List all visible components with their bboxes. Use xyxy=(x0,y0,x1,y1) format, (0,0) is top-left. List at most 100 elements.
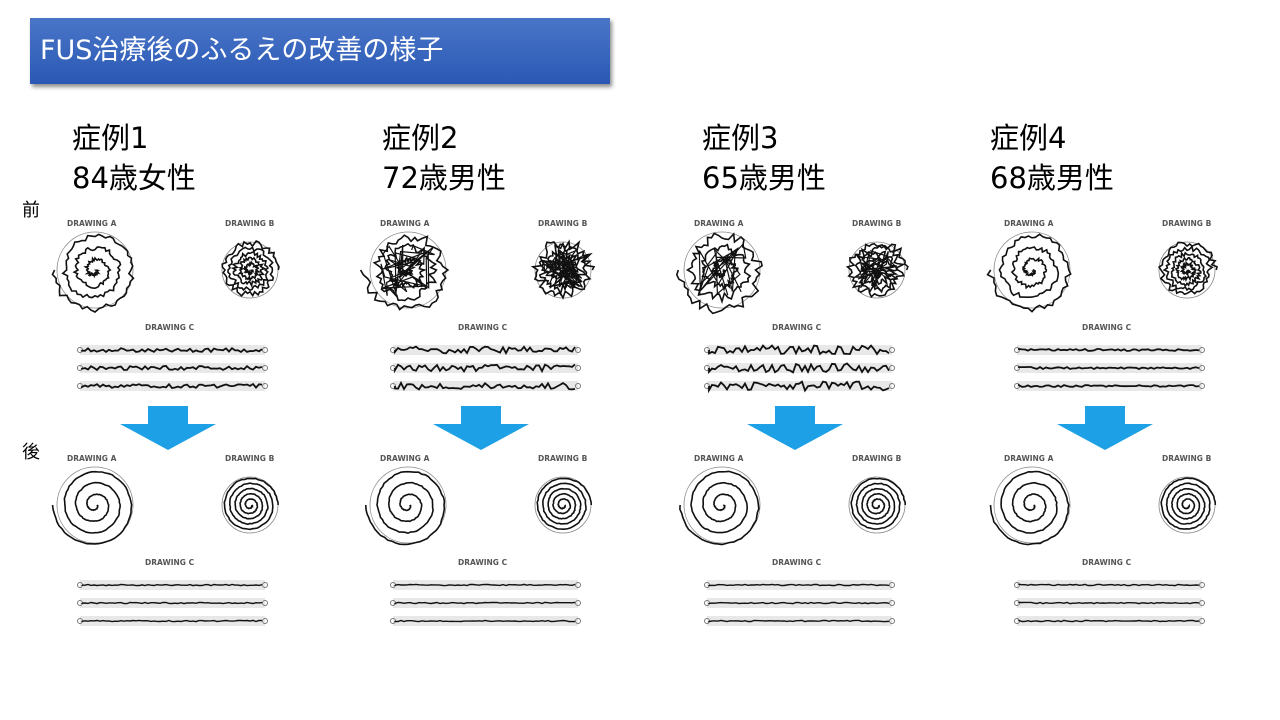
drawing-c-end-dot xyxy=(262,582,268,588)
drawing-c-guide xyxy=(80,363,265,373)
drawing-c-line xyxy=(394,380,576,391)
drawing-c-end-dot xyxy=(262,600,268,606)
drawing-a-label: DRAWING A xyxy=(694,219,744,228)
drawing-a-template xyxy=(369,466,447,544)
drawing-b-label: DRAWING B xyxy=(1162,454,1212,463)
drawing-c-line xyxy=(81,365,263,372)
drawing-c-end-dot xyxy=(1199,347,1205,353)
tremor-scribble-b xyxy=(857,250,897,291)
drawing-c-end-dot xyxy=(262,618,268,624)
drawing-c-end-dot xyxy=(889,600,895,606)
drawing-a-template xyxy=(56,231,134,309)
drawing-b-spiral xyxy=(221,239,280,298)
after-label: 後 xyxy=(22,442,40,463)
drawing-b-spiral xyxy=(530,239,596,300)
drawing-b-label: DRAWING B xyxy=(225,454,275,463)
drawing-c-line xyxy=(394,601,576,605)
drawing-c-guide xyxy=(80,345,265,355)
case-2-header: 症例2 72歳男性 xyxy=(382,118,506,198)
drawing-a-spiral xyxy=(989,470,1070,546)
drawing-a-template xyxy=(369,231,447,309)
drawing-c-guide xyxy=(393,381,578,391)
drawing-b-label: DRAWING B xyxy=(852,454,902,463)
tremor-scribble-a xyxy=(697,242,747,297)
after-tests: DRAWING A DRAWING B DRAWING C xyxy=(51,454,279,626)
drawing-a-label: DRAWING A xyxy=(67,454,117,463)
drawing-c-line xyxy=(708,601,890,605)
drawing-c-line xyxy=(81,619,263,623)
drawing-c-end-dot xyxy=(575,618,581,624)
drawing-c-label: DRAWING C xyxy=(772,558,822,567)
case-3-name: 症例3 xyxy=(702,121,779,155)
drawing-a-template xyxy=(683,231,761,309)
after-tests: DRAWING A DRAWING B DRAWING C xyxy=(989,454,1217,626)
drawing-c-label: DRAWING C xyxy=(1082,558,1132,567)
case-2-name: 症例2 xyxy=(382,121,459,155)
drawing-c-label: DRAWING C xyxy=(772,323,822,332)
drawing-c-label: DRAWING C xyxy=(145,323,195,332)
drawing-c-line xyxy=(1018,619,1200,623)
drawing-c-line xyxy=(1018,583,1200,587)
drawing-c-line xyxy=(81,346,263,354)
drawing-a-spiral xyxy=(365,470,446,546)
drawing-b-label: DRAWING B xyxy=(225,219,275,228)
drawing-b-template xyxy=(221,241,279,299)
tremor-scribble-b xyxy=(542,249,584,288)
drawing-a-spiral xyxy=(986,233,1072,313)
drawing-c-end-dot xyxy=(889,618,895,624)
drawing-b-spiral xyxy=(850,477,906,530)
drawing-c-label: DRAWING C xyxy=(458,558,508,567)
tremor-scribble-a xyxy=(380,244,435,298)
drawing-c-line xyxy=(1018,383,1200,389)
drawing-c-end-dot xyxy=(262,365,268,371)
before-label: 前 xyxy=(22,200,40,221)
drawing-c-guide xyxy=(393,363,578,373)
drawing-c-end-dot xyxy=(575,600,581,606)
drawing-c-line xyxy=(81,601,263,605)
drawing-c-end-dot xyxy=(262,347,268,353)
drawing-c-line xyxy=(394,345,576,356)
drawing-c-line xyxy=(81,583,263,587)
drawing-a-label: DRAWING A xyxy=(694,454,744,463)
drawing-a-spiral xyxy=(675,232,764,315)
drawing-a-template xyxy=(683,466,761,544)
drawing-b-label: DRAWING B xyxy=(1162,219,1212,228)
drawing-a-label: DRAWING A xyxy=(1004,454,1054,463)
drawing-c-guide xyxy=(707,345,892,355)
drawing-c-end-dot xyxy=(575,383,581,389)
improvement-arrow xyxy=(120,406,216,450)
improvement-arrow xyxy=(433,406,529,450)
drawing-c-label: DRAWING C xyxy=(1082,323,1132,332)
drawing-c-end-dot xyxy=(575,582,581,588)
drawing-a-spiral xyxy=(51,470,133,545)
drawing-c-end-dot xyxy=(575,365,581,371)
drawing-b-label: DRAWING B xyxy=(538,454,588,463)
improvement-arrow xyxy=(747,406,843,450)
drawing-b-label: DRAWING B xyxy=(538,219,588,228)
drawing-c-end-dot xyxy=(262,383,268,389)
before-tests: DRAWING A DRAWING B DRAWING C xyxy=(675,219,909,394)
drawing-c-line xyxy=(1018,601,1200,605)
case-1-name: 症例1 xyxy=(72,121,149,155)
drawing-b-label: DRAWING B xyxy=(852,219,902,228)
drawing-a-spiral xyxy=(51,233,135,313)
drawing-b-spiral xyxy=(536,477,592,531)
drawing-c-label: DRAWING C xyxy=(145,558,195,567)
case-4-header: 症例4 68歳男性 xyxy=(990,118,1114,198)
case-3-detail: 65歳男性 xyxy=(702,161,826,195)
drawing-c-label: DRAWING C xyxy=(458,323,508,332)
drawing-c-line xyxy=(708,344,890,356)
drawing-c-line xyxy=(1018,347,1200,352)
case-4-name: 症例4 xyxy=(990,121,1067,155)
drawing-c-end-dot xyxy=(889,347,895,353)
drawing-c-end-dot xyxy=(1199,600,1205,606)
drawing-c-line xyxy=(708,380,890,394)
drawing-c-line xyxy=(708,362,890,375)
drawing-c-end-dot xyxy=(1199,383,1205,389)
